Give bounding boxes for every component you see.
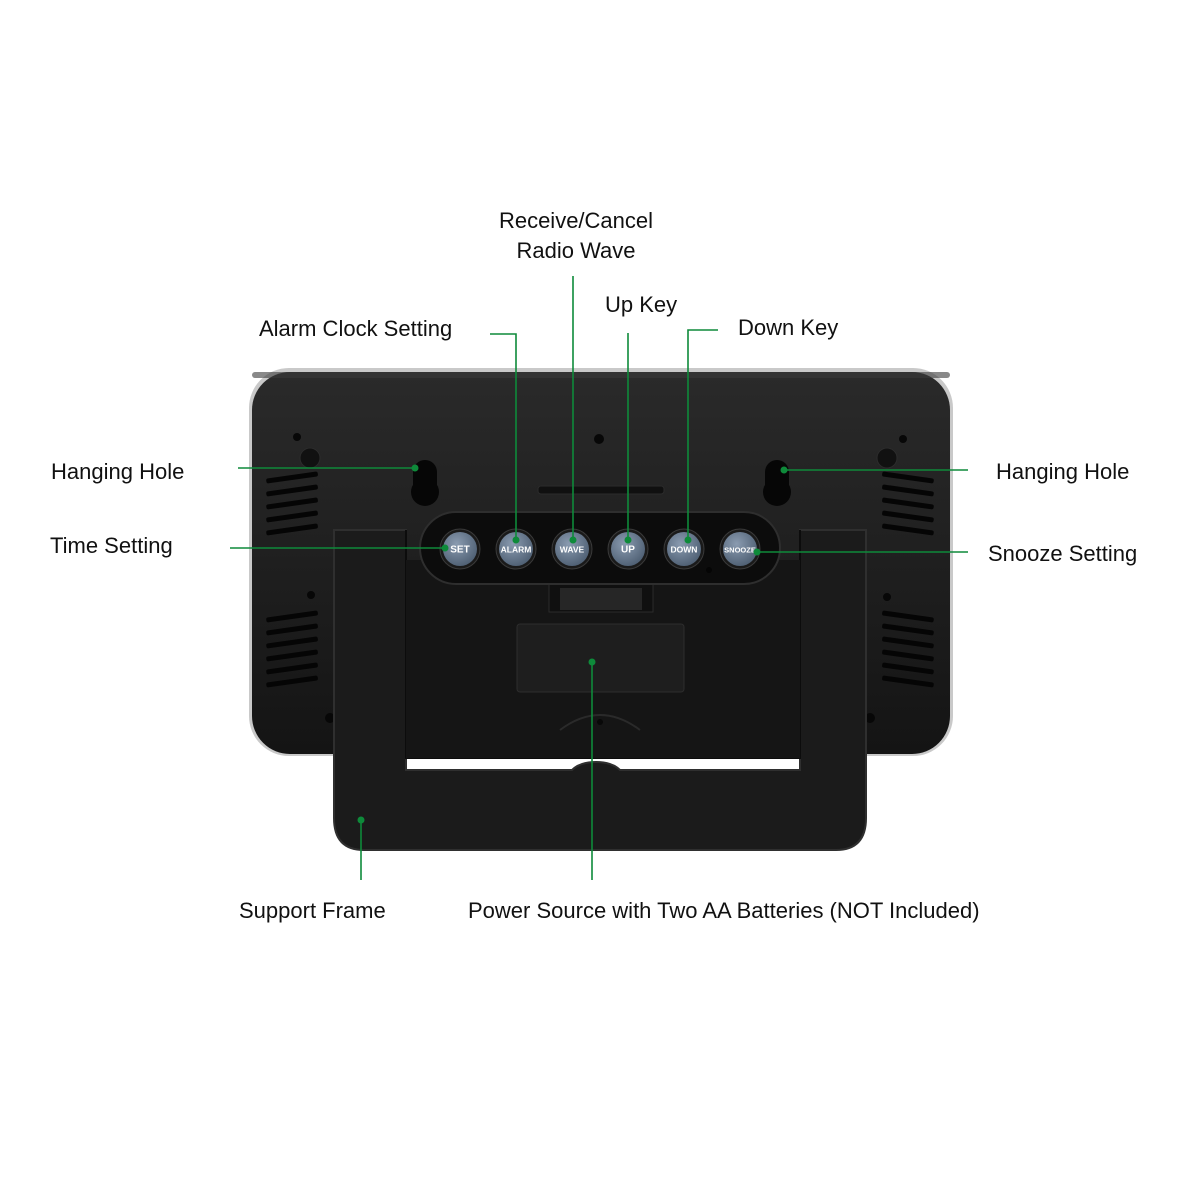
callout-receive-cancel-line1: Receive/Cancel	[498, 208, 654, 233]
callout-line-alarm	[490, 333, 517, 540]
callout-hanging-hole-left: Hanging Hole	[51, 459, 185, 484]
button-row: SET ALARM WAVE UP DOWN SNOOZE	[439, 528, 761, 570]
callout-dot-hanging-left	[411, 464, 419, 472]
callout-dot-power	[588, 658, 596, 666]
up-button-label: UP	[621, 545, 635, 556]
callout-down-key: Down Key	[738, 315, 839, 340]
alarm-button-label: ALARM	[501, 545, 532, 555]
battery-cover	[516, 623, 685, 693]
right-vent	[882, 471, 934, 688]
alarm-button-face	[499, 532, 533, 566]
callout-snooze-setting: Snooze Setting	[988, 541, 1138, 566]
wave-button-face	[555, 532, 589, 566]
callout-up-key: Up Key	[605, 292, 678, 317]
callout-power-source: Power Source with Two AA Batteries (NOT …	[468, 898, 980, 923]
callout-dot-hanging-right	[780, 466, 788, 474]
callout-dot-alarm	[512, 536, 520, 544]
set-button-label: SET	[450, 545, 469, 556]
callout-dots	[357, 464, 788, 824]
top-recess	[537, 485, 665, 495]
callout-line-down	[687, 329, 718, 540]
down-button[interactable]: DOWN	[663, 528, 705, 570]
down-button-face	[667, 532, 701, 566]
alarm-button[interactable]: ALARM	[495, 528, 537, 570]
wave-button-label: WAVE	[560, 545, 585, 555]
screw-holes	[293, 433, 907, 723]
callout-receive-cancel: Receive/Cancel Radio Wave	[476, 206, 676, 266]
callout-dot-down	[684, 536, 692, 544]
callout-hanging-hole-right: Hanging Hole	[996, 459, 1130, 484]
callout-receive-cancel-line2: Radio Wave	[516, 238, 636, 263]
left-vent	[266, 471, 318, 688]
callout-time-setting: Time Setting	[50, 533, 173, 558]
callout-dot-wave	[569, 536, 577, 544]
set-button[interactable]: SET	[439, 528, 481, 570]
callout-alarm-clock-setting: Alarm Clock Setting	[259, 316, 453, 341]
hanging-hole-left-shape	[411, 460, 439, 506]
up-button[interactable]: UP	[607, 528, 649, 570]
callout-dot-frame	[357, 816, 365, 824]
callout-dot-snooze	[753, 548, 761, 556]
callout-dot-up	[624, 536, 632, 544]
snooze-button-face	[723, 532, 757, 566]
snooze-button-label: SNOOZE	[724, 546, 756, 555]
up-button-face	[611, 532, 645, 566]
callout-lines	[230, 276, 968, 880]
wave-button[interactable]: WAVE	[551, 528, 593, 570]
hanging-hole-right-shape	[763, 460, 791, 506]
callout-dot-set	[441, 544, 449, 552]
down-button-label: DOWN	[671, 545, 698, 555]
callout-support-frame: Support Frame	[239, 898, 386, 923]
bottom-arc	[559, 714, 641, 731]
snooze-button[interactable]: SNOOZE	[719, 528, 761, 570]
set-button-face	[443, 532, 477, 566]
